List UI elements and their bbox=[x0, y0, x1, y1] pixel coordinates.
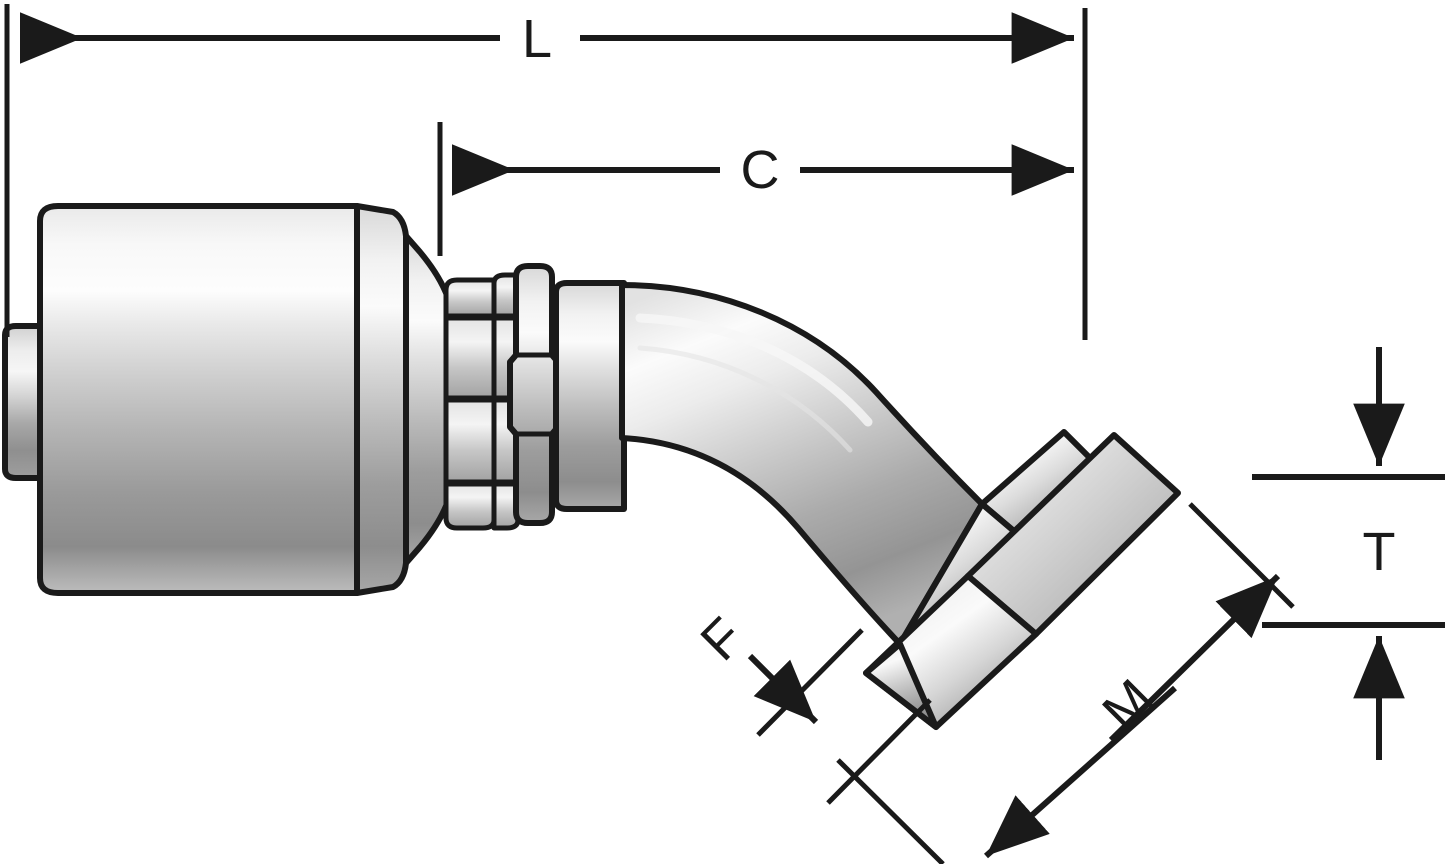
knurl-seg-2 bbox=[491, 272, 519, 319]
hex-flat-lines bbox=[516, 352, 552, 437]
dimension-L: L bbox=[4, 4, 1088, 340]
ferrule-barrel bbox=[37, 203, 360, 596]
knurl-seg-1 bbox=[443, 277, 497, 319]
collar-body bbox=[553, 280, 627, 512]
elbow-highlight-2 bbox=[637, 345, 853, 453]
elbow-highlight bbox=[635, 313, 873, 427]
dimension-label-T: T bbox=[1363, 522, 1396, 582]
ferrule-taper bbox=[403, 233, 451, 566]
extension-line-F-right bbox=[826, 698, 932, 805]
dimension-arrow-F-in bbox=[747, 653, 819, 725]
fitting-assembly bbox=[2, 203, 1181, 730]
flange-head bbox=[863, 432, 1181, 730]
hex-nut-body bbox=[507, 263, 561, 526]
knurl-band bbox=[443, 272, 521, 531]
dimension-T: T bbox=[1252, 347, 1445, 760]
knurl-seg-5 bbox=[443, 397, 497, 485]
knurl-seg-3 bbox=[443, 315, 497, 401]
hose-stub-body bbox=[2, 323, 45, 481]
knurl-seg-7 bbox=[443, 481, 497, 531]
dimension-label-C: C bbox=[741, 140, 780, 200]
hose-stub bbox=[2, 323, 45, 481]
dimension-arrow-M-upper bbox=[1108, 573, 1281, 743]
dimension-C: C bbox=[437, 122, 1075, 256]
ferrule-end-face bbox=[354, 203, 409, 596]
flange-head-edge bbox=[863, 641, 939, 730]
hex-nut bbox=[507, 263, 561, 526]
collar bbox=[553, 280, 627, 512]
ferrule bbox=[37, 203, 451, 596]
dimension-label-L: L bbox=[522, 9, 552, 69]
dimension-arrow-M-lower bbox=[984, 685, 1177, 859]
